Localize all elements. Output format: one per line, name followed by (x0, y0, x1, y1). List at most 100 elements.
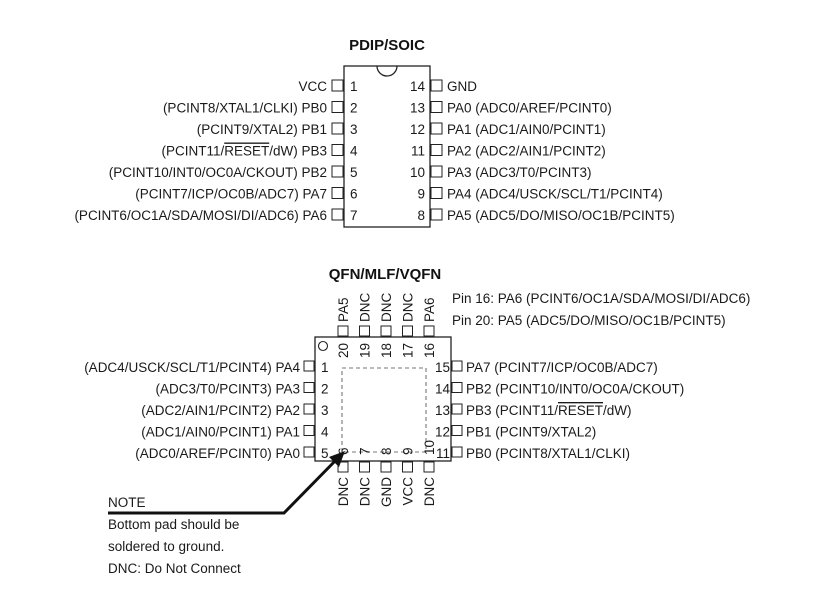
qfn-pin-2-lead (303, 382, 315, 393)
pdip-pin-1-label: VCC (298, 79, 327, 94)
qfn-pin-7-number: 7 (358, 447, 373, 455)
qfn-pin-6-label: DNC (336, 477, 351, 506)
qfn-pin-19-lead (359, 325, 370, 337)
pdip-pin-10-lead (430, 165, 443, 178)
qfn-pin-19-label: DNC (358, 293, 373, 322)
pdip-pin-6-lead (331, 187, 344, 199)
pdip-pin-9-lead (430, 187, 443, 199)
pdip-pin-3-lead (331, 122, 344, 135)
qfn-pin-2-label: (ADC3/T0/PCINT3) PA3 (155, 382, 300, 397)
qfn-body (314, 336, 452, 462)
qfn-pin-12-number: 12 (435, 425, 450, 440)
pdip-pin-11-number: 11 (411, 144, 425, 159)
qfn-pin-20-lead (337, 325, 349, 337)
qfn-pin-16-number: 16 (422, 343, 437, 358)
qfn-pin-15-lead (451, 360, 463, 372)
qfn-pin-1-label: (ADC4/USCK/SCL/T1/PCINT4) PA4 (84, 360, 300, 375)
pdip-pin-8-number: 8 (417, 208, 425, 223)
pdip-body (343, 65, 431, 228)
note-arrowhead (329, 451, 345, 467)
pdip-pin-12-label: PA1 (ADC1/AIN0/PCINT1) (447, 122, 606, 137)
pdip-pin-12-lead (430, 122, 443, 135)
qfn-pin-8-label: GND (379, 477, 394, 507)
qfn-pin-3-lead (303, 403, 315, 415)
pdip-pin-7-label: (PCINT6/OC1A/SDA/MOSI/DI/ADC6) PA6 (74, 208, 327, 223)
qfn-pin-13-label-overline: RESET (558, 403, 603, 418)
qfn-pin-18-lead (380, 325, 392, 337)
pdip-pin-13-label: PA0 (ADC0/AREF/PCINT0) (447, 101, 612, 116)
qfn-pin-15-number: 15 (435, 360, 450, 375)
pdip-pin-5-number: 5 (350, 165, 358, 180)
note-leader-line (108, 456, 340, 515)
qfn-pin-13-label-post: /dW) (603, 403, 632, 418)
pdip-package (343, 65, 431, 228)
pin1-indicator (317, 340, 329, 352)
qfn-pin-13-lead (451, 403, 463, 415)
note-line-2: soldered to ground. (108, 539, 224, 554)
pdip-pin-1-number: 1 (350, 79, 358, 94)
qfn-pin-10-lead (423, 461, 435, 473)
qfn-pin-15-label: PA7 (PCINT7/ICP/OC0B/ADC7) (466, 360, 658, 375)
qfn-pin-14-number: 14 (435, 382, 451, 397)
pdip-pin-2-label: (PCINT8/XTAL1/CLKI) PB0 (163, 101, 327, 116)
qfn-left-pins: 1(ADC4/USCK/SCL/T1/PCINT4) PA42(ADC3/T0/… (84, 360, 329, 461)
qfn-bottom-pad (341, 367, 427, 453)
qfn-pin-14-label: PB2 (PCINT10/INT0/OC0A/CKOUT) (466, 382, 684, 397)
qfn-pin-3-number: 3 (321, 403, 329, 418)
qfn-pin-9-label: VCC (401, 477, 416, 506)
pdip-pin-9-number: 9 (417, 187, 425, 202)
note-leader (108, 451, 345, 515)
qfn-pin-12-lead (451, 425, 463, 436)
qfn-pin-4-lead (303, 425, 315, 436)
qfn-note-pin20: Pin 20: PA5 (ADC5/DO/MISO/OC1B/PCINT5) (452, 313, 726, 328)
qfn-pin-8-lead (380, 461, 392, 473)
pdip-pin-14-number: 14 (410, 79, 426, 94)
pdip-pin-4-label-pre: (PCINT11/ (161, 144, 224, 159)
pdip-pin-6-number: 6 (350, 187, 358, 202)
qfn-pin-20-label: PA5 (336, 297, 351, 322)
pdip-pin-12-number: 12 (410, 122, 425, 137)
pdip-pin-4-label: (PCINT11/RESET/dW) PB3 (161, 144, 327, 159)
qfn-pin-18-number: 18 (379, 343, 394, 358)
pdip-pin-3-label: (PCINT9/XTAL2) PB1 (197, 122, 327, 137)
qfn-pin-9-lead (402, 461, 413, 473)
qfn-pin-10-label: DNC (422, 477, 437, 506)
pdip-pin-1-lead (331, 79, 344, 92)
pdip-pin-11-lead (430, 144, 443, 156)
pdip-pin-7-number: 7 (350, 208, 358, 223)
qfn-note-pin16: Pin 16: PA6 (PCINT6/OC1A/SDA/MOSI/DI/ADC… (452, 291, 750, 306)
pdip-pin-10-label: PA3 (ADC3/T0/PCINT3) (447, 165, 592, 180)
qfn-pin-11-lead (451, 446, 463, 458)
qfn-pin-18-label: DNC (379, 293, 394, 322)
pdip-pin-7-lead (331, 208, 344, 221)
qfn-pin-5-label: (ADC0/AREF/PCINT0) PA0 (135, 446, 300, 461)
qfn-pin-4-label: (ADC1/AIN0/PCINT1) PA1 (141, 425, 300, 440)
pdip-pin-3-number: 3 (350, 122, 358, 137)
qfn-package (314, 336, 452, 462)
qfn-pin-10-number: 10 (422, 440, 437, 455)
qfn-pin-13-label: PB3 (PCINT11/RESET/dW) (466, 403, 632, 418)
qfn-pin-16-label: PA6 (422, 297, 437, 322)
qfn-pin-9-number: 9 (401, 447, 416, 455)
qfn-title: QFN/MLF/VQFN (329, 266, 442, 283)
pdip-pin-5-label: (PCINT10/INT0/OC0A/CKOUT) PB2 (109, 165, 327, 180)
pdip-pin-8-label: PA5 (ADC5/DO/MISO/OC1B/PCINT5) (447, 208, 675, 223)
pdip-pin-6-label: (PCINT7/ICP/OC0B/ADC7) PA7 (135, 187, 327, 202)
qfn-pin-16-lead (423, 325, 435, 337)
qfn-pin-8-number: 8 (379, 447, 394, 455)
qfn-pin-17-lead (402, 325, 413, 337)
note-heading: NOTE (108, 495, 146, 510)
qfn-pin-1-lead (303, 360, 315, 372)
qfn-pin-7-lead (359, 461, 370, 473)
pdip-pin-14-label: GND (447, 79, 477, 94)
qfn-pin-5-number: 5 (321, 446, 329, 461)
pdip-pin-4-number: 4 (350, 144, 358, 159)
qfn-pin-5-lead (303, 446, 315, 458)
qfn-pin-7-label: DNC (358, 477, 373, 506)
qfn-pin-11-label: PB0 (PCINT8/XTAL1/CLKI) (466, 446, 630, 461)
pdip-pin-11-label: PA2 (ADC2/AIN1/PCINT2) (447, 144, 606, 159)
